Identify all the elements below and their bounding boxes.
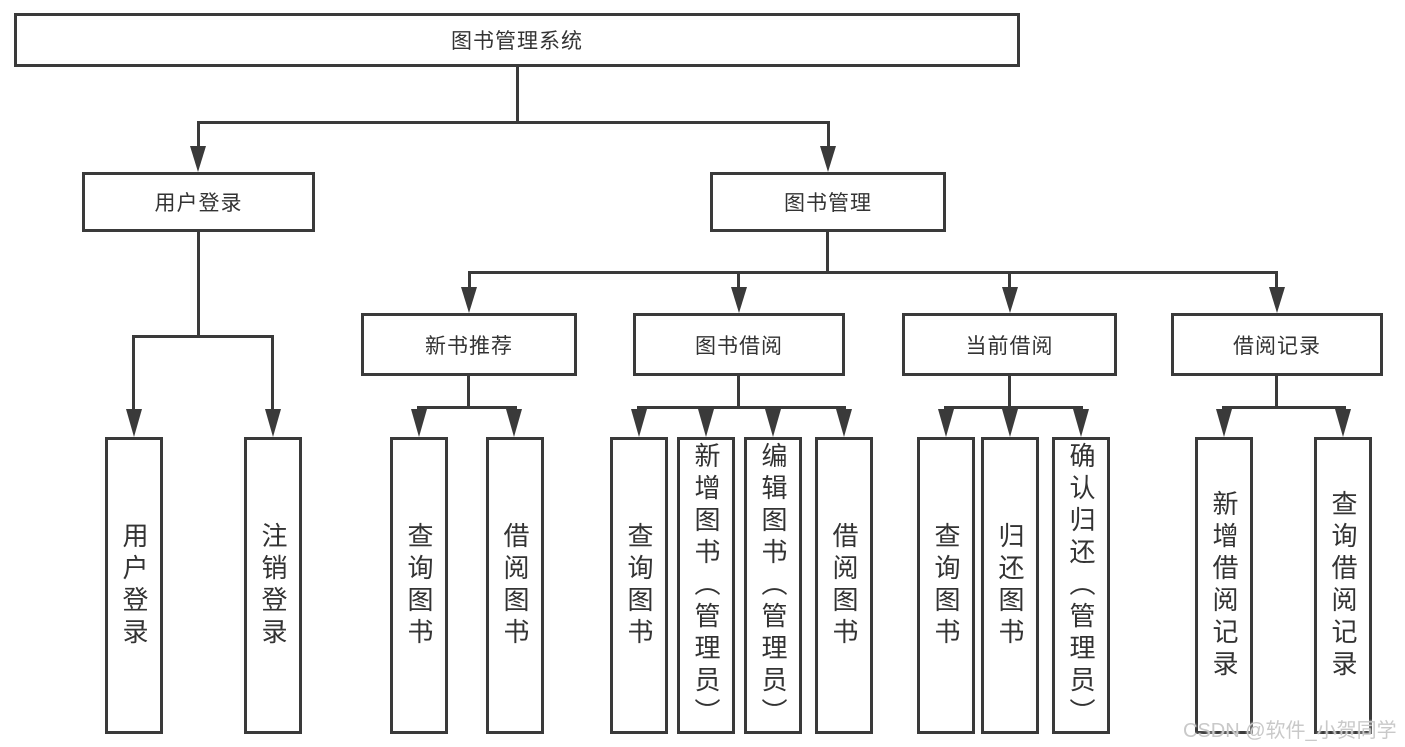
connector-arrowhead bbox=[731, 287, 747, 313]
connector-stem bbox=[1008, 271, 1011, 290]
connector-records-stub bbox=[1275, 376, 1278, 408]
connector-stem bbox=[1275, 271, 1278, 290]
node-current-borrow-label: 当前借阅 bbox=[965, 334, 1054, 358]
connector-arrowhead bbox=[1216, 409, 1232, 437]
connector-arrowhead bbox=[265, 409, 281, 437]
connector-arrowhead bbox=[698, 409, 714, 437]
connector-current-bar bbox=[944, 406, 1083, 409]
leaf-return-books: 归还图书 bbox=[981, 437, 1039, 734]
connector-borrow-bar bbox=[637, 406, 846, 409]
connector-arrowhead bbox=[836, 409, 852, 437]
connector-root-stub bbox=[516, 67, 519, 123]
leaf-add-borrow-record: 新增借阅记录 bbox=[1195, 437, 1253, 734]
leaf-recommend-query-books: 查询图书 bbox=[390, 437, 448, 734]
node-book-management: 图书管理 bbox=[710, 172, 946, 232]
connector-arrowhead bbox=[411, 409, 427, 437]
leaf-recommend-borrow-books: 借阅图书 bbox=[486, 437, 544, 734]
connector-records-bar bbox=[1222, 406, 1346, 409]
connector-user-login-stub bbox=[197, 232, 200, 337]
node-book-borrow-label: 图书借阅 bbox=[695, 334, 783, 358]
node-user-login: 用户登录 bbox=[82, 172, 315, 232]
node-user-login-label: 用户登录 bbox=[154, 192, 243, 215]
leaf-add-books-admin: 新增图书（管理员） bbox=[677, 437, 735, 734]
connector-stem bbox=[197, 121, 200, 149]
connector-arrowhead bbox=[820, 146, 836, 172]
connector-stem bbox=[827, 121, 830, 149]
node-borrow-records-label: 借阅记录 bbox=[1233, 334, 1321, 358]
node-borrow-records: 借阅记录 bbox=[1171, 313, 1383, 376]
leaf-borrow-books: 借阅图书 bbox=[815, 437, 873, 734]
connector-level2-bar bbox=[197, 121, 830, 124]
connector-arrowhead bbox=[1002, 409, 1018, 437]
connector-arrowhead bbox=[765, 409, 781, 437]
node-new-book-recommend: 新书推荐 bbox=[361, 313, 577, 376]
connector-arrowhead bbox=[1335, 409, 1351, 437]
leaf-logout: 注销登录 bbox=[244, 437, 302, 734]
csdn-watermark: CSDN @软件_小贺同学 bbox=[1183, 720, 1397, 742]
connector-stem bbox=[737, 271, 740, 290]
connector-arrowhead bbox=[631, 409, 647, 437]
connector-recommend-stub bbox=[467, 376, 470, 408]
leaf-borrow-query-books: 查询图书 bbox=[610, 437, 668, 734]
connector-current-stub bbox=[1008, 376, 1011, 408]
connector-stem bbox=[271, 335, 274, 415]
leaf-confirm-return-admin: 确认归还（管理员） bbox=[1052, 437, 1110, 734]
connector-arrowhead bbox=[1269, 287, 1285, 313]
connector-arrowhead bbox=[461, 287, 477, 313]
node-new-book-recommend-label: 新书推荐 bbox=[425, 334, 513, 358]
leaf-query-borrow-record: 查询借阅记录 bbox=[1314, 437, 1372, 734]
connector-user-login-bar bbox=[132, 335, 274, 338]
leaf-edit-books-admin: 编辑图书（管理员） bbox=[744, 437, 802, 734]
connector-recommend-bar bbox=[417, 406, 517, 409]
node-book-management-label: 图书管理 bbox=[784, 192, 872, 215]
node-root: 图书管理系统 bbox=[14, 13, 1020, 67]
connector-arrowhead bbox=[506, 409, 522, 437]
connector-level3-bar bbox=[468, 271, 1278, 274]
connector-arrowhead bbox=[938, 409, 954, 437]
connector-book-mgmt-stub bbox=[826, 232, 829, 273]
connector-borrow-stub bbox=[737, 376, 740, 408]
connector-arrowhead bbox=[190, 146, 206, 172]
connector-arrowhead bbox=[1073, 409, 1089, 437]
leaf-current-query-books: 查询图书 bbox=[917, 437, 975, 734]
leaf-user-login: 用户登录 bbox=[105, 437, 163, 734]
node-current-borrow: 当前借阅 bbox=[902, 313, 1117, 376]
connector-stem bbox=[132, 335, 135, 415]
node-root-label: 图书管理系统 bbox=[451, 30, 583, 53]
connector-arrowhead bbox=[126, 409, 142, 437]
connector-stem bbox=[468, 271, 471, 290]
connector-arrowhead bbox=[1002, 287, 1018, 313]
node-book-borrow: 图书借阅 bbox=[633, 313, 845, 376]
